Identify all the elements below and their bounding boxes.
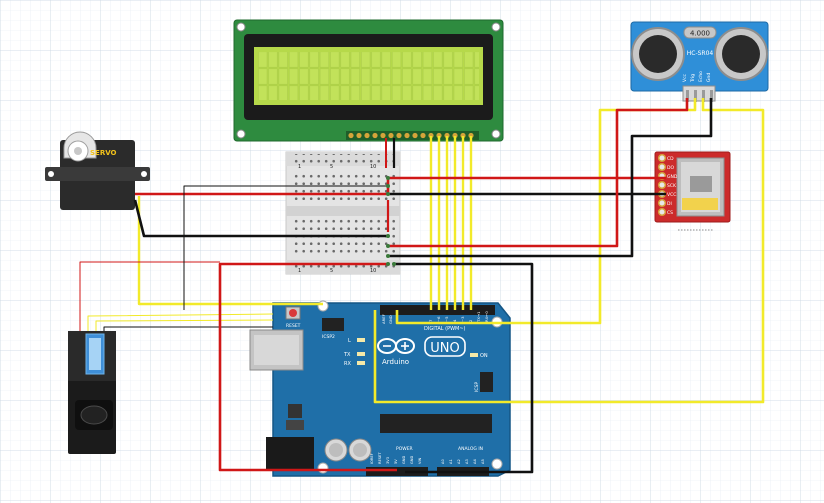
bb-col-10-bottom: 10 [370,268,376,274]
apin-a0: A0 [441,459,445,464]
us-pin-vcc: Vcc [682,73,688,82]
ppin-ioref: IOREF [370,453,374,464]
bb-col-1: 1 [298,164,301,170]
lcd-pin-header [346,131,479,140]
digital-label: DIGITAL (PWM~) [424,326,466,332]
fingerprint-wire-4 [103,326,273,331]
icsp-header [480,372,493,392]
breadboard: 1 5 10 1 5 10 [285,151,401,275]
sd-pin-cd: CD [667,156,674,162]
led-l-label: L [348,338,351,344]
ppin-gnd1: GND [402,456,406,464]
arduino-5v-wire [218,262,397,472]
arduino-model: UNO [430,341,459,356]
icsp2-label: ICSP2 [322,334,335,340]
led-tx-label: TX [343,352,351,358]
thin-ground-wire [183,185,388,310]
microcontroller-chip [380,414,492,433]
sd-pin-gnd: GND [667,174,678,180]
fingerprint-sensor [68,331,116,454]
power-header [366,467,428,476]
bb-col-1-bottom: 1 [298,268,301,274]
dpin-3: ~3 [460,316,465,322]
dpin-7: 7 [428,319,433,322]
servo-signal-wire [137,196,323,306]
ultrasonic-trig-wire [395,98,697,325]
ultrasonic-model: HC-SR04 [687,50,714,57]
sd-card-module: CD DO GND SCK VCC DI CS [654,151,731,231]
dpin-1: TX→1 [476,311,481,323]
apin-a3: A3 [465,459,469,464]
led-rx-label: RX [344,361,351,367]
gnd-label: GND [388,315,393,324]
ultrasonic-sensor: 4.000 HC-SR04 Vcc Trig Echo Gnd [630,21,769,102]
dpin-2: 2 [468,319,473,322]
us-pin-echo: Echo [698,71,704,82]
bb-col-10: 10 [370,164,376,170]
power-label: POWER [396,446,413,452]
digital-header [380,305,495,315]
servo-motor: SERVO [45,131,150,210]
ultrasonic-echo-wire [373,98,765,404]
lcd-module [233,19,504,142]
ppin-5v: 5V [394,459,398,464]
aref-label: AREF [381,314,386,324]
servo-label: SERVO [90,149,117,157]
us-pin-gnd: Gnd [706,73,712,82]
icsp2-header [322,318,344,331]
dpin-5: ~5 [444,316,449,322]
ppin-vin: VIN [418,457,422,464]
dpin-0: RX←0 [484,311,489,322]
sd-pin-do: DO [667,165,674,171]
icsp-label: ICSP [474,382,480,392]
ppin-reset: RESET [378,452,382,464]
ultrasonic-vcc-wire [388,98,689,248]
fingerprint-wire-1 [79,261,220,331]
wires [79,98,765,474]
sd-pin-vcc: VCC [667,192,676,198]
status-leds [357,338,478,365]
sd-pin-di: DI [667,201,672,207]
us-pin-trig: Trig [690,74,696,83]
lcd-data-wires [429,136,473,310]
arduino-brand: Arduino [382,358,409,366]
sd-pin-cs: CS [667,210,673,216]
servo-ground-wire [133,199,388,238]
dpin-6: ~6 [436,316,441,322]
bb-col-5: 5 [330,164,333,170]
bb-col-5-bottom: 5 [330,268,333,274]
apin-a2: A2 [457,459,461,464]
ppin-gnd2: GND [410,456,414,464]
fingerprint-wire-3 [95,319,274,331]
crystal-label: 4.000 [690,30,710,38]
ppin-3v3: 3V3 [386,457,390,464]
ultrasonic-gnd-wire [388,98,713,258]
reset-label: RESET [286,323,301,329]
arduino-logo-icon [377,338,415,354]
sd-pin-sck: SCK [667,183,677,189]
apin-a5: A5 [481,459,485,464]
led-on-label: ON [480,353,488,359]
apin-a1: A1 [449,459,453,464]
arduino-uno-board: RESET ICSP2 L TX RX ON Arduino UNO [249,300,511,477]
dpin-4: 4 [452,319,457,322]
dc-power-jack [266,437,314,471]
analog-label: ANALOG IN [458,446,483,452]
arduino-gnd-wire [394,262,534,474]
apin-a4: A4 [473,459,477,464]
fingerprint-wire-2 [87,313,274,331]
